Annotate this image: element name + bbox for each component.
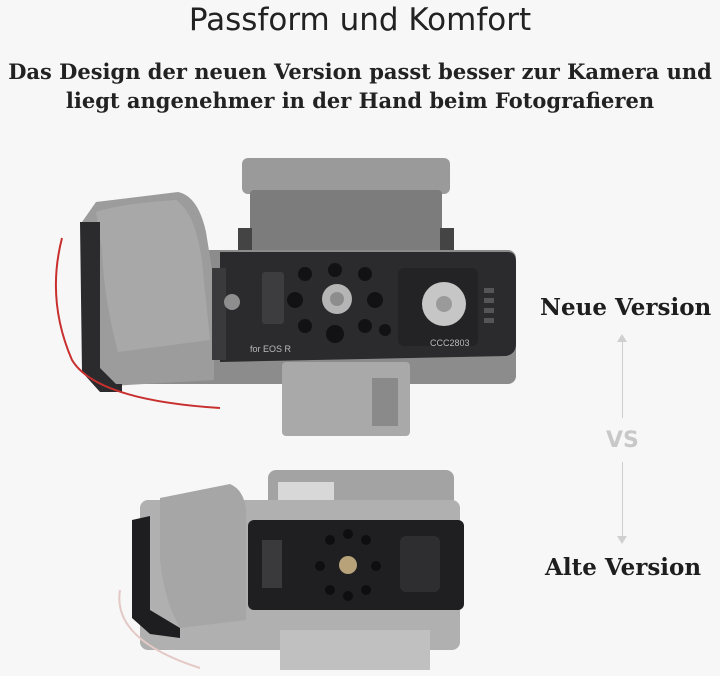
subtitle-line-2: liegt angenehmer in der Hand beim Fotogr… <box>65 88 655 113</box>
cold-shoe-slot <box>262 272 284 324</box>
old-center-screw <box>339 556 357 574</box>
old-camera-grip <box>160 484 246 628</box>
cage-side-handle <box>80 222 122 392</box>
side-screw <box>224 294 240 310</box>
engraving-model: for EOS R <box>250 344 292 354</box>
old-camera-lower <box>280 630 430 670</box>
arrow-line-down <box>622 462 623 538</box>
vs-label: VS <box>606 428 639 453</box>
page-title: Passform und Komfort <box>188 2 532 38</box>
mounting-holes <box>287 263 391 343</box>
new-version-illustration: for EOS R CCC2803 <box>54 158 516 436</box>
engraving-code: CCC2803 <box>430 338 470 348</box>
old-battery-window <box>262 540 282 588</box>
red-fit-outline <box>54 237 221 409</box>
old-mounting-holes <box>315 529 381 601</box>
arrow-line-up <box>622 340 623 418</box>
old-version-label: Alte Version <box>545 554 702 581</box>
old-fit-outline <box>118 589 201 669</box>
old-version-illustration <box>118 470 464 670</box>
grip-texture <box>96 200 210 352</box>
cage-connector <box>212 268 226 360</box>
arrow-down-icon <box>617 536 627 544</box>
page-subtitle: Das Design der neuen Version passt besse… <box>0 57 720 115</box>
arrow-up-icon <box>617 334 627 342</box>
old-side-cutout <box>400 536 440 592</box>
lens-mount-top <box>242 158 450 194</box>
old-cage-side-handle <box>132 516 180 638</box>
subtitle-line-1: Das Design der neuen Version passt besse… <box>8 59 712 84</box>
new-version-label: Neue Version <box>540 294 712 321</box>
lens-mount <box>250 190 442 258</box>
plate-vents <box>484 288 494 323</box>
